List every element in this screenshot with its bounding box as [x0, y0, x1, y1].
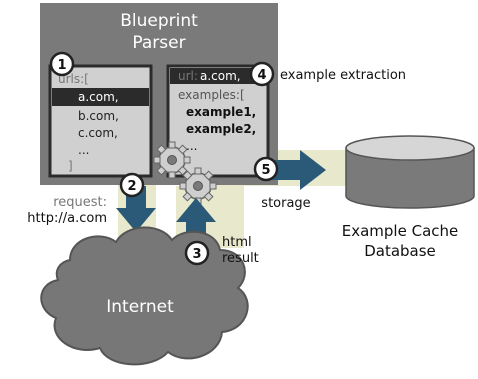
example-item: example2, — [186, 122, 256, 136]
examples-header: examples:[ — [178, 88, 245, 102]
step-badge-1: 1 — [49, 51, 75, 77]
url-item: c.com, — [78, 126, 118, 140]
storage-label: storage — [261, 196, 310, 211]
request-label: request: — [53, 195, 107, 210]
result-label: result — [222, 251, 259, 266]
example-item: ... — [186, 139, 197, 153]
urls-footer: ] — [68, 159, 73, 173]
request-url-label: http://a.com — [27, 211, 107, 226]
step-number: 4 — [257, 68, 266, 83]
storage-arrow — [262, 150, 326, 190]
step-number: 1 — [57, 58, 66, 73]
url-item: a.com, — [78, 90, 119, 104]
database-icon — [345, 135, 475, 209]
database-label-line2: Database — [364, 242, 436, 260]
step-badge-5: 5 — [253, 156, 279, 182]
database-label-line1: Example Cache — [342, 222, 459, 240]
step-badge-2: 2 — [119, 172, 145, 198]
step-number: 5 — [261, 163, 270, 178]
url-value: a.com, — [200, 69, 241, 83]
parser-title-line1: Blueprint — [120, 11, 198, 31]
storage-band — [214, 180, 244, 248]
url-prefix: url: — [178, 69, 198, 83]
example-extraction-label: example extraction — [280, 68, 406, 83]
url-header-highlight — [170, 68, 266, 84]
url-item: b.com, — [78, 109, 119, 123]
gear-icon — [179, 167, 217, 205]
gear-icon — [153, 141, 191, 179]
request-arrow — [116, 186, 156, 232]
html-label: html — [222, 235, 252, 250]
url-item-selected-highlight — [52, 88, 149, 106]
step-number: 3 — [192, 247, 201, 262]
urls-panel — [48, 64, 153, 178]
url-item: ... — [78, 143, 89, 157]
internet-cloud — [40, 226, 249, 366]
example-item: example1, — [186, 105, 256, 119]
step-badge-3: 3 — [184, 240, 210, 266]
internet-label: Internet — [106, 297, 174, 317]
parser-title-line2: Parser — [132, 33, 185, 53]
step-number: 2 — [127, 179, 136, 194]
step-badge-4: 4 — [249, 61, 275, 87]
